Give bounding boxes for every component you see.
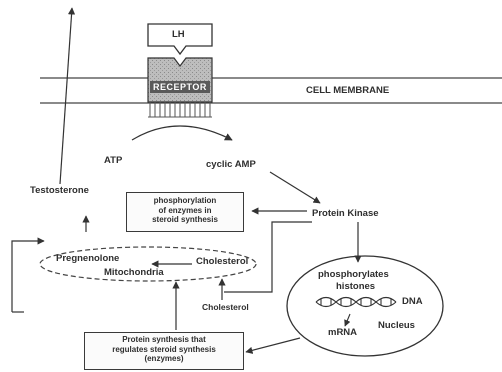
phosphorylates-label: phosphorylates [318,269,389,280]
lh-label: LH [172,29,185,40]
receptor-block [147,57,213,103]
receptor-stalk [148,102,212,118]
mitochondria-ellipse [39,246,257,282]
testosterone-arrow [59,7,76,185]
phosphorylation-line-2: of enzymes in [158,205,212,215]
receptor-label: RECEPTOR [153,82,207,92]
lh-ligand [147,23,213,56]
phosphorylation-line-3: steroid synthesis [152,215,218,225]
nucleus-label: Nucleus [378,320,415,331]
cyclic-amp-label: cyclic AMP [206,159,256,170]
cholesterol-outside-label: Cholesterol [202,302,249,312]
cell-membrane-label: CELL MEMBRANE [306,85,390,96]
cholesterol-inside-label: Cholesterol [196,256,249,267]
phosphorylation-line-1: phosphorylation [153,196,217,205]
receptor-label-band [150,81,210,93]
histones-label: histones [336,281,376,292]
protein-kinase-label: Protein Kinase [312,208,379,219]
left-loop-line [11,237,45,312]
mitochondria-label: Mitochondria [104,267,164,278]
nucleus-circle [286,255,444,357]
atp-camp-arc [131,125,233,141]
protein-synthesis-line-1: Protein synthesis that [122,335,206,344]
pregnenolone-label: Pregnenolone [56,253,120,264]
atp-label: ATP [104,155,123,166]
dna-label: DNA [402,296,423,307]
mrna-label: mRNA [328,327,358,338]
protein-synthesis-box: Protein synthesis that regulates steroid… [84,332,244,370]
kinase-to-cholesterol-line [224,221,312,293]
protein-synthesis-line-2: regulates steroid synthesis [112,344,216,354]
dna-to-mrna-arrow [344,313,351,327]
phosphorylation-box: phosphorylation of enzymes in steroid sy… [126,192,244,232]
protein-synthesis-line-3: (enzymes) [144,354,184,364]
dna-helix [315,296,397,308]
nucleus-to-protein-synthesis-arrow [245,337,301,354]
camp-to-kinase-arrow [269,171,321,204]
testosterone-label: Testosterone [30,185,89,196]
